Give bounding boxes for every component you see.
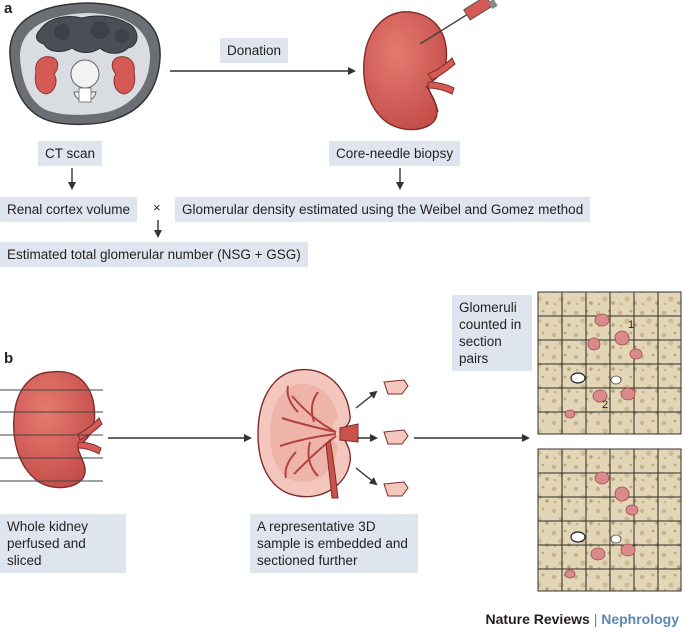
glomerular-density-label: Glomerular density estimated using the W… [175, 197, 591, 222]
cortex-volume-label: Renal cortex volume [0, 197, 138, 222]
subjournal-name: Nephrology [601, 611, 679, 627]
ct-scan-label: CT scan [38, 141, 103, 166]
sample-pieces [355, 379, 409, 497]
journal-name: Nature Reviews [485, 611, 590, 627]
glomerulus-marker-2: 2 [602, 399, 608, 411]
glomerulus-marker-1: 1 [628, 319, 634, 331]
journal-separator: | [593, 611, 598, 627]
sample-label: A representative 3D sample is embedded a… [250, 514, 418, 573]
panel-label-a: a [4, 0, 13, 17]
donation-label: Donation [220, 38, 289, 63]
panel-label-b: b [4, 350, 14, 367]
whole-kidney-label: Whole kidney perfused and sliced [0, 514, 126, 573]
kidney-section-image [257, 368, 359, 499]
ct-scan-image [9, 2, 161, 126]
section-2-image [537, 448, 682, 592]
biopsy-label: Core-needle biopsy [329, 141, 461, 166]
sliced-kidney-image [0, 370, 103, 489]
section-1-image: 1 2 [537, 291, 682, 435]
journal-credit: Nature Reviews | Nephrology [486, 611, 679, 627]
glomeruli-counted-label: Glomeruli counted in section pairs [452, 295, 532, 371]
biopsy-kidney-image [363, 0, 498, 131]
total-glomerular-number-label: Estimated total glomerular number (NSG +… [0, 242, 308, 267]
multiply-symbol: × [153, 200, 161, 215]
